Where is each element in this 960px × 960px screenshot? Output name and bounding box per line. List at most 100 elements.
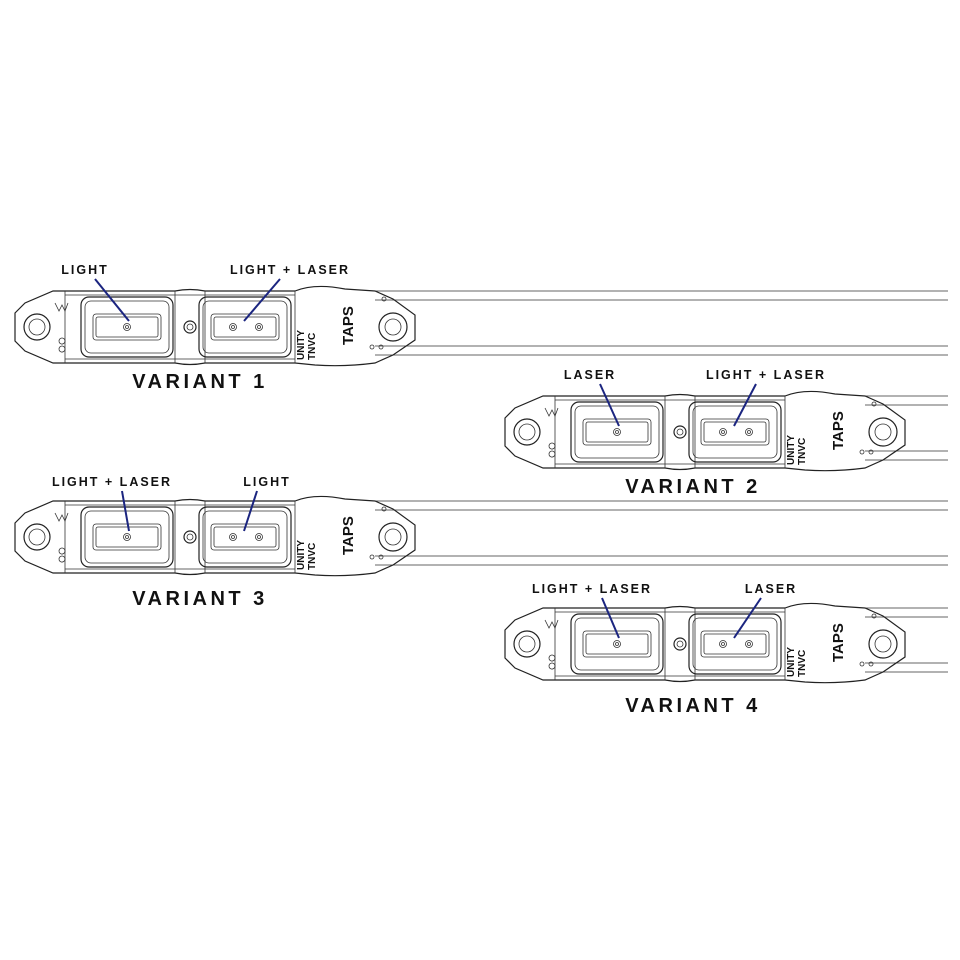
label-right: LIGHT + LASER: [706, 368, 826, 382]
emitter-dot-inner: [231, 535, 235, 539]
right-lens-emitter: [210, 523, 280, 551]
emitter-dot: [255, 533, 263, 541]
variant-title: VARIANT 1: [132, 371, 268, 393]
left-lens-window-inner: [574, 405, 660, 459]
brand-taps-logo: TAPS: [340, 516, 357, 555]
mount-hole-icon: [868, 417, 898, 447]
emitter-dot-inner: [747, 430, 751, 434]
center-screw-inner: [676, 640, 684, 648]
left-lens-emitter-inner: [95, 526, 159, 548]
center-screw-icon: [673, 425, 687, 439]
emitter-dot: [745, 640, 753, 648]
brand-taps-logo: TAPS: [830, 623, 847, 662]
center-screw-inner: [676, 428, 684, 436]
emitter-dot-inner: [721, 430, 725, 434]
left-lens-emitter-inner: [585, 633, 649, 655]
emitter-dot: [719, 428, 727, 436]
emitter-dot: [613, 640, 621, 648]
brand-taps-logo: TAPS: [830, 411, 847, 450]
label-right: LIGHT + LASER: [230, 263, 350, 277]
mount-hole-inner: [28, 318, 46, 336]
right-lens-window-inner: [692, 617, 778, 671]
left-lens-window: [80, 506, 174, 568]
variant-title: VARIANT 2: [625, 476, 761, 498]
brand-tnvc: TNVC: [307, 543, 318, 570]
mount-hole-icon: [513, 418, 541, 446]
brand-tnvc: TNVC: [797, 650, 808, 677]
variant-title: VARIANT 4: [625, 695, 761, 717]
emitter-dot-inner: [615, 430, 619, 434]
right-lens-window-inner: [692, 405, 778, 459]
center-screw-inner: [186, 323, 194, 331]
brand-unity: UNITY: [786, 435, 797, 465]
logo-mark-icon: [544, 407, 559, 417]
emitter-dot: [719, 640, 727, 648]
keyhole-icon: [58, 547, 66, 563]
emitter-dot: [229, 323, 237, 331]
pointer-right: [733, 383, 757, 427]
left-lens-window: [80, 296, 174, 358]
screw-icon: [859, 449, 865, 455]
mount-hole-inner: [384, 318, 402, 336]
variant-title: VARIANT 3: [132, 588, 268, 610]
center-screw-icon: [183, 530, 197, 544]
emitter-dot-inner: [747, 642, 751, 646]
emitter-dot-inner: [257, 535, 261, 539]
emitter-dot: [123, 533, 131, 541]
emitter-dot-inner: [721, 642, 725, 646]
right-lens-emitter: [210, 313, 280, 341]
mount-hole-icon: [868, 629, 898, 659]
brand-tnvc: TNVC: [307, 333, 318, 360]
right-lens-window: [688, 613, 782, 675]
left-lens-window: [570, 613, 664, 675]
screw-icon: [871, 401, 877, 407]
emitter-dot-inner: [257, 325, 261, 329]
emitter-dot-inner: [125, 325, 129, 329]
screw-icon: [378, 344, 384, 350]
label-left: LIGHT + LASER: [532, 582, 652, 596]
left-lens-emitter-inner: [585, 421, 649, 443]
device-body: [504, 602, 906, 684]
emitter-dot-inner: [125, 535, 129, 539]
left-lens-window-inner: [574, 617, 660, 671]
emitter-dot: [229, 533, 237, 541]
device-body: [14, 495, 416, 577]
screw-icon: [859, 661, 865, 667]
mount-hole-inner: [518, 635, 536, 653]
label-right: LASER: [745, 582, 797, 596]
screw-icon: [868, 449, 874, 455]
label-left: LIGHT + LASER: [52, 475, 172, 489]
right-lens-emitter: [700, 418, 770, 446]
brand-unity: UNITY: [786, 647, 797, 677]
keyhole-icon: [58, 337, 66, 353]
right-lens-emitter-inner: [703, 633, 767, 655]
right-lens-window-inner: [202, 300, 288, 354]
device-body: [504, 390, 906, 472]
mount-hole-inner: [874, 423, 892, 441]
screw-icon: [369, 344, 375, 350]
emitter-dot: [745, 428, 753, 436]
left-lens-emitter: [92, 523, 162, 551]
center-screw-icon: [673, 637, 687, 651]
pointer-left: [599, 383, 620, 427]
mount-hole-icon: [23, 313, 51, 341]
device-body: [14, 285, 416, 367]
emitter-dot: [613, 428, 621, 436]
emitter-dot-inner: [231, 325, 235, 329]
left-lens-emitter: [92, 313, 162, 341]
right-lens-window: [198, 296, 292, 358]
center-screw-icon: [183, 320, 197, 334]
right-lens-window: [198, 506, 292, 568]
screw-icon: [369, 554, 375, 560]
keyhole-icon: [548, 654, 556, 670]
right-lens-emitter-inner: [213, 316, 277, 338]
left-lens-window-inner: [84, 300, 170, 354]
mount-hole-inner: [28, 528, 46, 546]
screw-icon: [871, 613, 877, 619]
mount-hole-icon: [23, 523, 51, 551]
pointer-right: [733, 597, 762, 639]
